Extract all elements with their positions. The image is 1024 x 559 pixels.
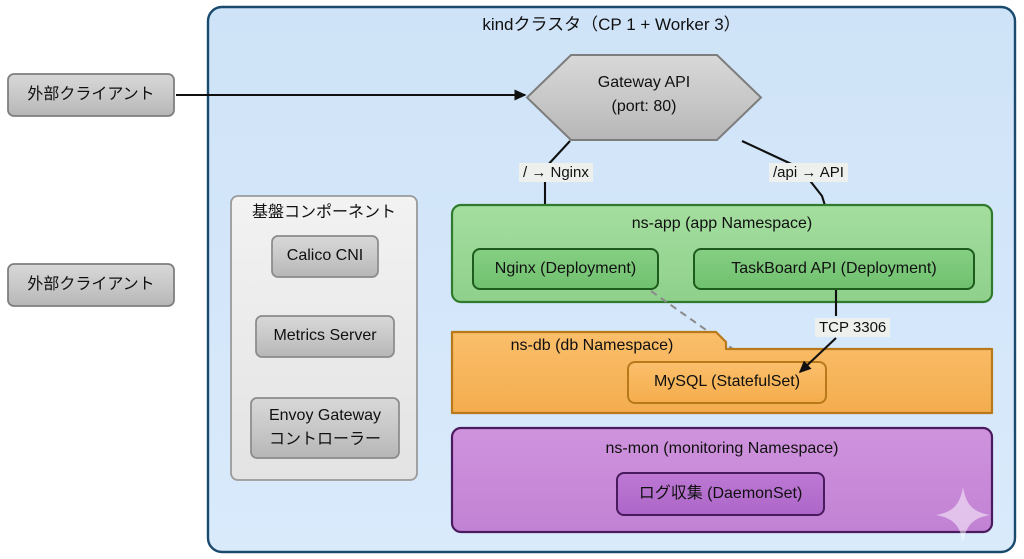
infra-panel [230, 195, 418, 481]
edge-api-to-mysql [798, 290, 838, 374]
infra-item-metrics-server [255, 315, 395, 358]
workload-log-collector-daemonset [616, 472, 825, 516]
external-client-box-2 [7, 263, 175, 307]
edge-label-nginx-route: / → Nginx [519, 163, 593, 182]
infra-item-calico-cni [271, 235, 379, 278]
sparkle-star-icon [936, 487, 990, 543]
workload-mysql-statefulset [627, 361, 827, 404]
workload-nginx-deployment [472, 248, 659, 290]
namespace-ns-db [450, 330, 994, 415]
external-client-box-1 [7, 73, 175, 117]
namespace-ns-mon [450, 426, 994, 534]
gateway-api-hexagon [525, 54, 763, 141]
workload-taskboard-api-deployment [693, 248, 975, 290]
infra-item-envoy-gateway [250, 397, 400, 459]
namespace-ns-app [450, 203, 994, 304]
edge-label-api-route: /api → API [769, 163, 848, 182]
edge-label-db-port: TCP 3306 [815, 318, 891, 337]
